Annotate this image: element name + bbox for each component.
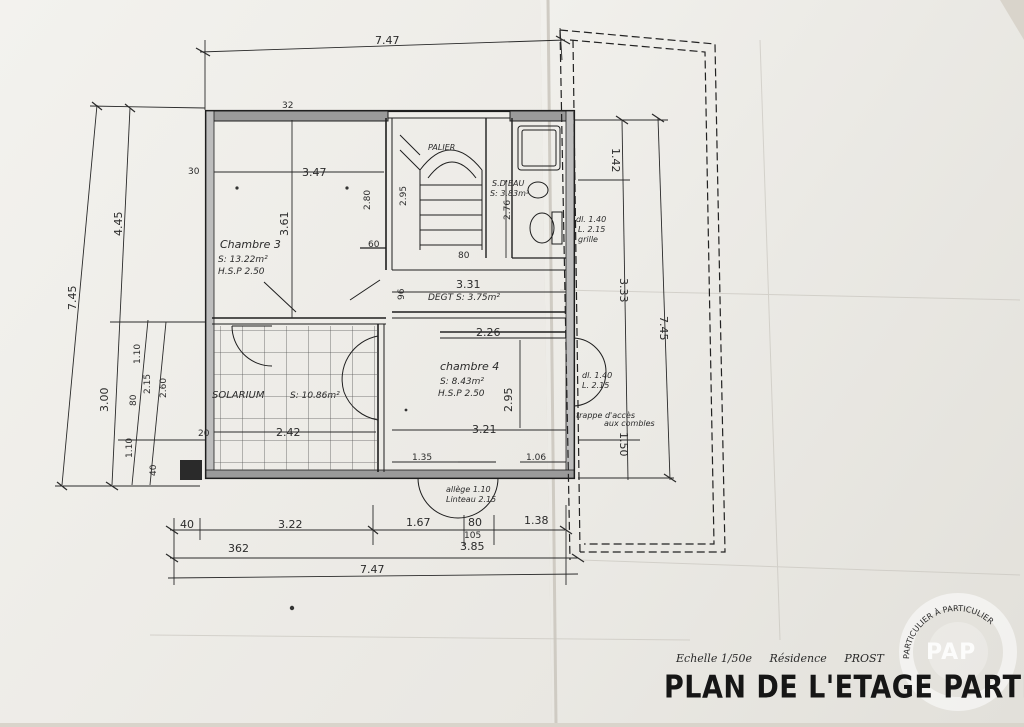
dim-bottom-b: 3.22 <box>278 518 303 531</box>
dim-bottom-h: 105 <box>464 531 481 541</box>
dim-small-i: 2.15 <box>143 374 153 394</box>
opening-notes: dl. 1.40 L. 2.15 grille dl. 1.40 L. 2.15… <box>446 215 655 504</box>
room-labels: Chambre 3 S: 13.22m² H.S.P 2.50 chambre … <box>212 143 530 401</box>
room-solarium-surface: S: 10.86m² <box>290 391 340 401</box>
window1-grille: grille <box>578 235 598 244</box>
dim-left-total: 7.45 <box>66 286 79 311</box>
dim-small-h: 80 <box>129 394 139 406</box>
dim-small-j: 40 <box>149 464 159 476</box>
dim-small-k: 1.35 <box>412 453 432 463</box>
dim-right-upper: 3.33 <box>617 278 630 303</box>
residence-label: Résidence <box>769 652 827 665</box>
room-palier-name: PALIER <box>428 143 455 152</box>
room-chambre4-name: chambre 4 <box>440 360 499 373</box>
room-chambre4-hsp: H.S.P 2.50 <box>438 389 485 399</box>
dim-bottom-g: 3.85 <box>460 540 485 553</box>
watermark-ring-text: PARTICULIER À PARTICULIER <box>902 604 996 659</box>
dim-small-g: 1.10 <box>125 438 135 458</box>
dim-small-m: 20 <box>198 429 210 439</box>
dim-bottom-d: 80 <box>468 516 482 529</box>
dim-bottom-total: 7.47 <box>360 563 385 576</box>
window2-dimension: dl. 1.40 <box>582 371 612 380</box>
window1-lintel: L. 2.15 <box>578 225 605 234</box>
dim-small-c: 80 <box>458 251 470 261</box>
walls <box>204 109 576 480</box>
dim-small-l: 1.06 <box>526 453 546 463</box>
dim-chambre3-width: 3.47 <box>302 166 327 179</box>
room-sdeau-name: S.D'EAU <box>492 179 525 188</box>
watermark-ring-label: PARTICULIER À PARTICULIER <box>902 604 996 659</box>
dim-small-n: 30 <box>188 167 200 177</box>
paper-right <box>540 0 1024 723</box>
dimension-labels: 7.47 7.47 7.45 4.45 3.00 7.45 3.33 1.50 … <box>66 34 670 576</box>
room-solarium-name: SOLARIUM <box>212 390 265 401</box>
dim-stair-3: 2.76 <box>503 200 513 220</box>
room-chambre3-hsp: H.S.P 2.50 <box>218 267 265 277</box>
svg-text:PARTICULIER À PARTICULIER: PARTICULIER À PARTICULIER <box>902 604 996 659</box>
dim-chambre3-height: 3.61 <box>278 212 291 237</box>
room-degt-name: DEGT <box>428 293 455 303</box>
dim-right-top: 1.42 <box>609 148 622 173</box>
room-degt-surface: S: 3.75m² <box>456 293 500 303</box>
room-chambre4-surface: S: 8.43m² <box>440 377 484 387</box>
dim-small-e: 1.10 <box>133 344 143 364</box>
dim-small-a: 32 <box>282 101 293 111</box>
solarium-tiles <box>214 326 378 470</box>
dimension-ticks <box>56 35 677 563</box>
watermark <box>899 593 1017 711</box>
dim-right-lower: 1.50 <box>617 432 630 457</box>
residence-name: PROST <box>844 652 884 665</box>
dim-bottom-c: 1.67 <box>406 516 431 529</box>
door-allege: allège 1.10 <box>446 484 491 494</box>
dim-right-total: 7.45 <box>657 316 670 341</box>
corner-post <box>180 460 202 480</box>
sheet-title: PLAN DE L'ETAGE PARTIEL <box>664 670 1024 706</box>
dim-left-upper: 4.45 <box>112 212 125 237</box>
door-linteau: Linteau 2.15 <box>446 495 496 504</box>
dimension-lines <box>55 27 674 585</box>
stair <box>399 134 483 250</box>
dim-chambre4-width: 3.21 <box>472 423 497 436</box>
door-swings <box>231 279 607 519</box>
dim-stair-1: 2.80 <box>363 190 373 210</box>
sheet-caption: Echelle 1/50e Résidence PROST <box>676 652 898 665</box>
dim-top-total: 7.47 <box>375 34 400 47</box>
dim-bottom-a: 40 <box>180 518 194 531</box>
room-sdeau-surface: S: 3.83m² <box>490 189 530 198</box>
room-chambre3-name: Chambre 3 <box>220 238 281 251</box>
room-chambre3-surface: S: 13.22m² <box>218 255 268 265</box>
sanitary <box>517 125 563 245</box>
dim-degt-length: 2.26 <box>476 326 501 339</box>
dim-chambre4-height: 2.95 <box>502 388 515 413</box>
marker-dots <box>235 186 408 611</box>
dim-small-d: 96 <box>397 288 407 300</box>
trap-attic: aux combles <box>604 419 655 428</box>
dim-bottom-f: 362 <box>228 542 249 555</box>
window1-dimension: dl. 1.40 <box>576 215 606 224</box>
dim-bottom-e: 1.38 <box>524 514 549 527</box>
faint-lines <box>149 39 1021 641</box>
watermark-logo: PAP <box>926 640 977 665</box>
dim-left-lower: 3.00 <box>98 388 111 413</box>
dim-solarium-width: 2.42 <box>276 426 301 439</box>
balcony-outline <box>559 29 726 561</box>
trap-access: trappe d'accès <box>576 410 635 420</box>
dim-corridor-width: 3.31 <box>456 278 481 291</box>
window2-lintel: L. 2.15 <box>582 381 609 390</box>
dim-stair-2: 2.95 <box>399 186 409 206</box>
dim-small-b: 60 <box>368 240 380 250</box>
dim-small-f: 2.60 <box>159 378 169 398</box>
scale-label: Echelle 1/50e <box>676 652 753 665</box>
